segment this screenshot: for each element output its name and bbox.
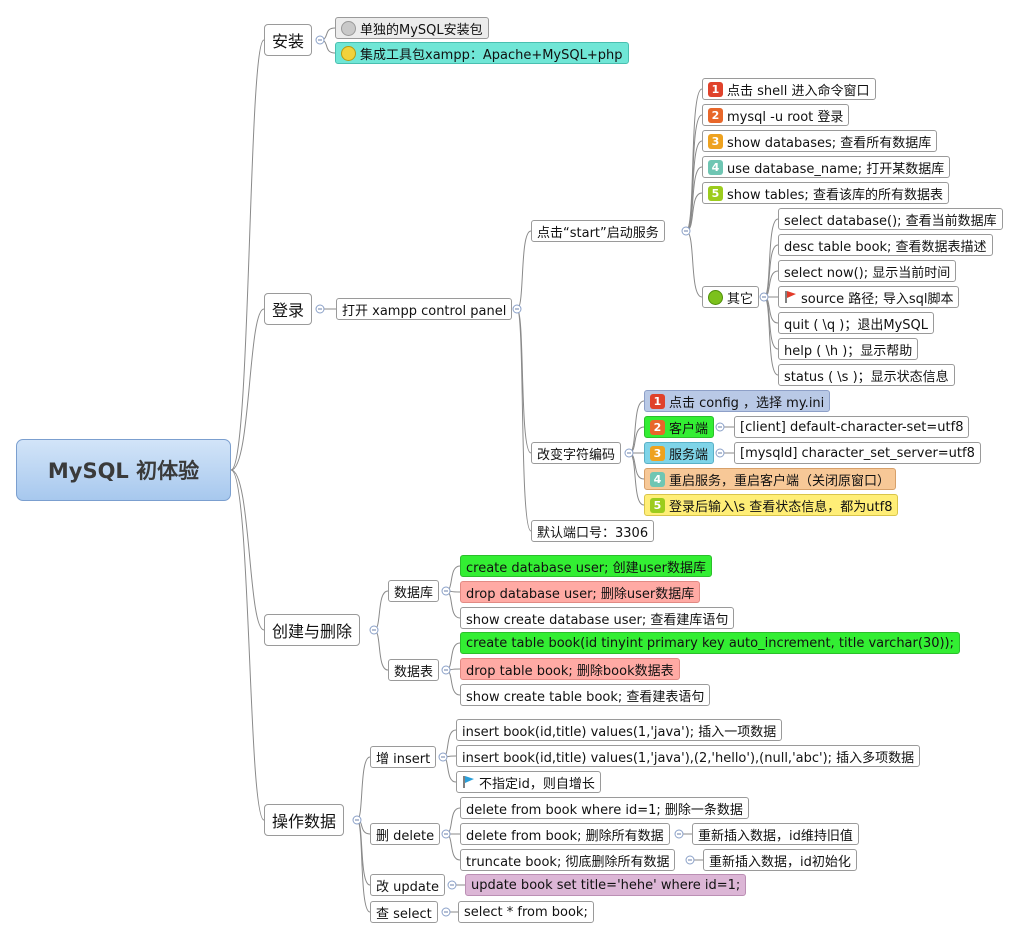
charset-client-setting[interactable]: [client] default-character-set=utf8 [734, 416, 970, 438]
login-open-panel[interactable]: 打开 xampp control panel [336, 298, 513, 320]
login-step-2-label: mysql -u root 登录 [727, 109, 844, 125]
other-item-6[interactable]: help ( \h )；显示帮助 [778, 338, 919, 360]
login-other[interactable]: 其它 [702, 286, 760, 308]
create-database-topic[interactable]: 数据库 [388, 580, 440, 602]
charset-step-client-label: 客户端 [669, 421, 709, 437]
install-standalone-label: 单独的MySQL安装包 [360, 22, 483, 38]
login-start-service[interactable]: 点击“start”启动服务 [531, 220, 665, 242]
login-step-5-label: show tables; 查看该库的所有数据表 [727, 187, 943, 203]
priority-3-icon: 3 [708, 133, 723, 149]
update-statement[interactable]: update book set title='hehe' where id=1; [465, 874, 747, 896]
tb-create[interactable]: create table book(id tinyint primary key… [460, 632, 961, 654]
insert-multiple[interactable]: insert book(id,title) values(1,'java'),(… [456, 745, 921, 767]
priority-1-icon: 1 [708, 81, 723, 97]
install-xampp-label: 集成工具包xampp：Apache+MySQL+php [360, 47, 623, 63]
delete-all[interactable]: delete from book; 删除所有数据 [460, 823, 670, 845]
topic-operate-data[interactable]: 操作数据 [264, 804, 345, 836]
login-default-port[interactable]: 默认端口号：3306 [531, 520, 655, 542]
red-flag-icon [785, 291, 796, 303]
neutral-face-icon [341, 20, 356, 36]
priority-5-icon: 5 [650, 497, 665, 513]
other-item-5[interactable]: quit ( \q )；退出MySQL [778, 312, 935, 334]
priority-4-icon: 4 [650, 471, 665, 487]
db-drop[interactable]: drop database user; 删除user数据库 [460, 581, 701, 603]
priority-4-icon: 4 [708, 159, 723, 175]
charset-step-1-label: 点击 config ，选择 my.ini [669, 395, 825, 411]
root-topic[interactable]: MySQL 初体验 [16, 439, 231, 501]
ops-update-topic[interactable]: 改 update [370, 874, 445, 896]
delete-all-note[interactable]: 重新插入数据，id维持旧值 [692, 823, 859, 845]
charset-step-restart-label: 重启服务，重启客户端（关闭原窗口） [669, 473, 891, 489]
priority-1-icon: 1 [650, 393, 665, 409]
install-standalone[interactable]: 单独的MySQL安装包 [335, 17, 489, 39]
charset-step-server-label: 服务端 [669, 447, 709, 463]
truncate-all[interactable]: truncate book; 彻底删除所有数据 [460, 849, 676, 871]
create-table-topic[interactable]: 数据表 [388, 659, 440, 681]
charset-step-verify-label: 登录后输入\s 查看状态信息，都为utf8 [669, 499, 893, 515]
ops-select-topic[interactable]: 查 select [370, 901, 438, 923]
insert-auto-id[interactable]: 不指定id，则自增长 [456, 771, 601, 793]
insert-single[interactable]: insert book(id,title) values(1,'java'); … [456, 719, 783, 741]
delete-one[interactable]: delete from book where id=1; 删除一条数据 [460, 797, 749, 819]
priority-2-icon: 2 [708, 107, 723, 123]
other-item-2[interactable]: desc table book; 查看数据表描述 [778, 234, 993, 256]
login-step-3-label: show databases; 查看所有数据库 [727, 135, 932, 151]
priority-5-icon: 5 [708, 185, 723, 201]
login-step-1-label: 点击 shell 进入命令窗口 [727, 83, 870, 99]
charset-server-setting[interactable]: [mysqld] character_set_server=utf8 [734, 442, 981, 464]
ops-insert-topic[interactable]: 增 insert [370, 746, 437, 768]
db-show-create[interactable]: show create database user; 查看建库语句 [460, 607, 735, 629]
login-charset[interactable]: 改变字符编码 [531, 442, 622, 464]
blue-flag-icon [463, 776, 474, 788]
ops-delete-topic[interactable]: 删 delete [370, 823, 441, 845]
priority-3-icon: 3 [650, 445, 665, 461]
db-create[interactable]: create database user; 创建user数据库 [460, 555, 713, 577]
other-item-4-label: source 路径; 导入sql脚本 [801, 291, 954, 307]
priority-2-icon: 2 [650, 419, 665, 435]
progress-complete-icon [708, 289, 723, 305]
truncate-note[interactable]: 重新插入数据，id初始化 [703, 849, 857, 871]
login-other-label: 其它 [727, 291, 754, 307]
tb-show-create[interactable]: show create table book; 查看建表语句 [460, 684, 711, 706]
tb-drop[interactable]: drop table book; 删除book数据表 [460, 658, 680, 680]
install-xampp[interactable]: 集成工具包xampp：Apache+MySQL+php [335, 42, 629, 64]
insert-auto-id-label: 不指定id，则自增长 [479, 776, 595, 792]
other-item-7[interactable]: status ( \s )；显示状态信息 [778, 364, 955, 386]
topic-create-delete[interactable]: 创建与删除 [264, 614, 361, 646]
select-statement[interactable]: select * from book; [458, 901, 594, 923]
topic-login[interactable]: 登录 [264, 293, 313, 325]
smile-icon [341, 45, 356, 61]
topic-install[interactable]: 安装 [264, 24, 313, 56]
other-item-3[interactable]: select now(); 显示当前时间 [778, 260, 957, 282]
other-item-1[interactable]: select database(); 查看当前数据库 [778, 208, 1003, 230]
login-step-4-label: use database_name; 打开某数据库 [727, 161, 945, 177]
other-item-4[interactable]: source 路径; 导入sql脚本 [778, 286, 960, 308]
